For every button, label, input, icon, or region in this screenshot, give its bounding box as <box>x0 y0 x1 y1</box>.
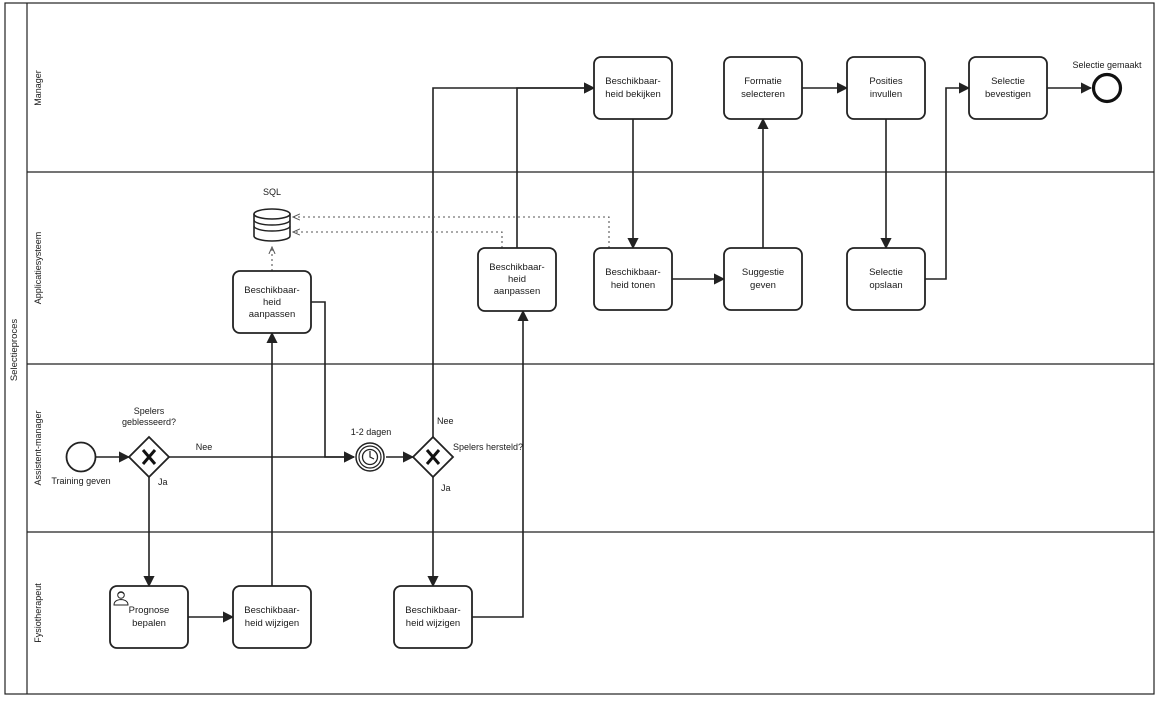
task-beschikbaarheid-bekijken[interactable]: Beschikbaar- heid bekijken <box>593 56 673 120</box>
gateway2-no-label: Nee <box>437 416 454 426</box>
task-selectie-opslaan[interactable]: Selectie opslaan <box>846 247 926 311</box>
task-prognose-bepalen[interactable]: Prognose bepalen <box>109 585 189 649</box>
task-text-line: invullen <box>870 89 902 100</box>
gateway-spelers-geblesseerd[interactable] <box>127 435 171 479</box>
lane-label-assistent-manager: Assistent-manager <box>33 410 43 485</box>
gateway1-question-line2: geblesseerd? <box>122 417 176 427</box>
pool-label: Selectieproces <box>9 319 20 382</box>
gateway-spelers-hersteld[interactable] <box>411 435 455 479</box>
task-formatie-selecteren[interactable]: Formatie selecteren <box>723 56 803 120</box>
task-beschikbaarheid-aanpassen-2[interactable]: Beschikbaar- heid aanpassen <box>477 247 557 312</box>
flow-opslaan-to-bevestigen <box>925 82 971 280</box>
task-text-line: Prognose <box>129 605 170 616</box>
gateway1-yes-label: Ja <box>158 477 168 487</box>
task-text-line: Beschikbaar- <box>605 76 660 87</box>
gateway1-question-line1: Spelers <box>134 406 165 416</box>
exclusive-gateway-x-icon <box>141 449 157 465</box>
task-text-line: aanpassen <box>494 286 540 297</box>
timer-clock-icon[interactable] <box>355 442 385 472</box>
task-text-line: heid <box>263 297 281 308</box>
task-text-line: Suggestie <box>742 267 784 278</box>
task-selectie-bevestigen[interactable]: Selectie bevestigen <box>968 56 1048 120</box>
lane-label-manager: Manager <box>33 70 43 106</box>
assoc-aanpassen2-to-sql <box>293 232 503 248</box>
task-text-line: Beschikbaar- <box>489 262 544 273</box>
database-icon <box>253 208 291 242</box>
task-beschikbaarheid-aanpassen-1[interactable]: Beschikbaar- heid aanpassen <box>232 270 312 334</box>
gateway2-question: Spelers hersteld? <box>453 442 523 452</box>
start-event-label: Training geven <box>51 476 110 486</box>
task-text-line: heid wijzigen <box>245 618 299 629</box>
exclusive-gateway-x-icon <box>425 449 441 465</box>
flow-aanpassen1-to-timer <box>311 301 356 463</box>
task-text-line: Posities <box>869 76 903 87</box>
task-text-line: Beschikbaar- <box>605 267 660 278</box>
task-text-line: heid wijzigen <box>406 618 460 629</box>
task-text-line: geven <box>750 280 776 291</box>
flow-wijzigen2-to-aanpassen2 <box>472 309 529 618</box>
start-event[interactable] <box>65 441 97 473</box>
pool-frame <box>4 2 1155 695</box>
task-suggestie-geven[interactable]: Suggestie geven <box>723 247 803 311</box>
user-icon <box>113 591 129 606</box>
assoc-tonen-to-sql <box>293 217 610 248</box>
task-beschikbaarheid-wijzigen-2[interactable]: Beschikbaar- heid wijzigen <box>393 585 473 649</box>
task-text-line: heid <box>508 274 526 285</box>
task-text-line: opslaan <box>869 280 902 291</box>
gateway1-no-label: Nee <box>196 442 213 452</box>
task-text-line: Selectie <box>869 267 903 278</box>
task-text-line: selecteren <box>741 89 785 100</box>
task-text-line: Formatie <box>744 76 781 87</box>
task-text-line: Beschikbaar- <box>405 605 460 616</box>
task-text-line: Beschikbaar- <box>244 605 299 616</box>
task-text-line: heid tonen <box>611 280 655 291</box>
gateway2-yes-label: Ja <box>441 483 451 493</box>
end-event-label: Selectie gemaakt <box>1072 60 1142 70</box>
task-posities-invullen[interactable]: Posities invullen <box>846 56 926 120</box>
timer-label: 1-2 dagen <box>351 427 392 437</box>
task-text-line: bevestigen <box>985 89 1031 100</box>
task-text-line: aanpassen <box>249 309 295 320</box>
task-text-line: bepalen <box>132 618 166 629</box>
task-text-line: Beschikbaar- <box>244 285 299 296</box>
task-text-line: Selectie <box>991 76 1025 87</box>
lane-label-applicatiesysteem: Applicatiesysteem <box>33 232 43 305</box>
lane-label-fysiotherapeut: Fysiotherapeut <box>33 583 43 643</box>
end-event[interactable] <box>1091 72 1123 104</box>
task-beschikbaarheid-tonen[interactable]: Beschikbaar- heid tonen <box>593 247 673 311</box>
task-beschikbaarheid-wijzigen-1[interactable]: Beschikbaar- heid wijzigen <box>232 585 312 649</box>
task-text-line: heid bekijken <box>605 89 660 100</box>
datastore-label: SQL <box>263 187 281 197</box>
flow-aanpassen2-to-bekijken <box>516 82 596 248</box>
